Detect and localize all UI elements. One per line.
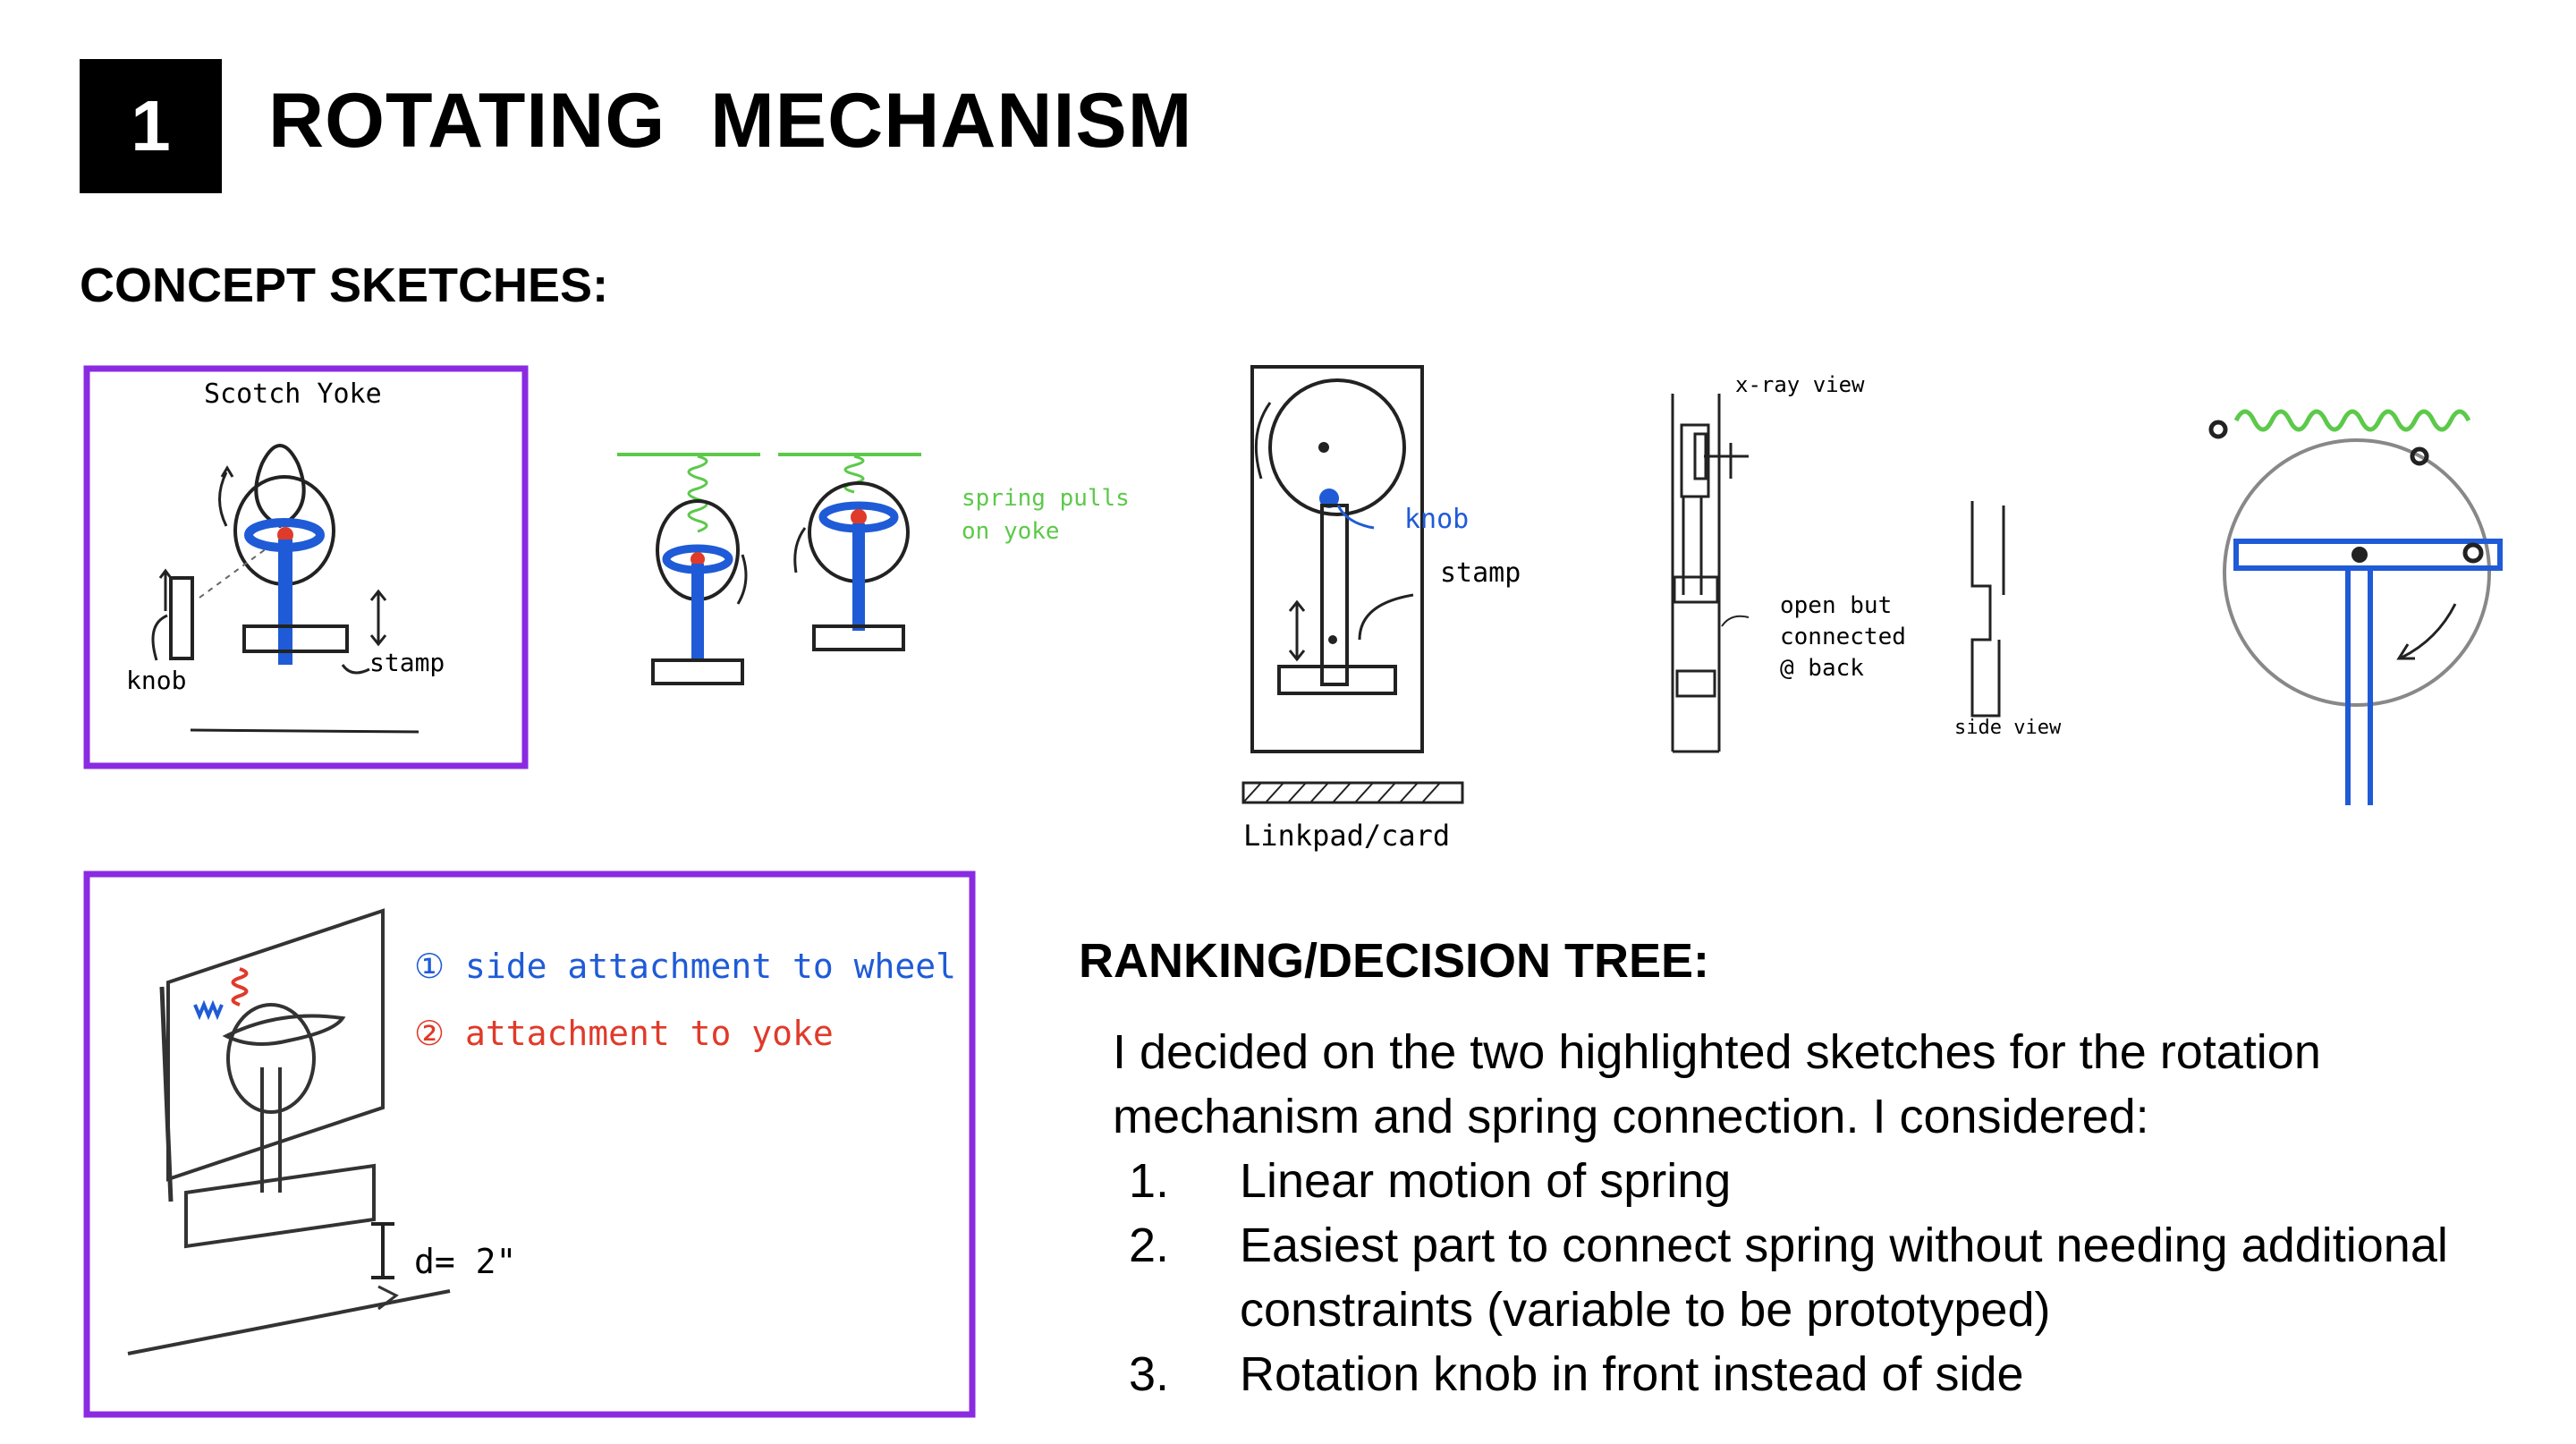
wheel-stamp-label: stamp — [1440, 557, 1521, 589]
sketch-spring-wheel — [2208, 409, 2503, 805]
sketch-attachment-options: d= 2" ① side attachment to wheel ② attac… — [83, 871, 976, 1418]
list-item-number: 2. — [1129, 1219, 1170, 1272]
list-item: 2. Easiest part to connect spring without… — [1129, 1213, 2524, 1342]
spring-note-line1: spring pulls — [962, 485, 1130, 512]
side-view-label: side view — [1954, 717, 2062, 739]
xray-note-line3: @ back — [1780, 655, 1864, 682]
wheel-knob-label: knob — [1404, 504, 1469, 535]
wheel-pad-label: Linkpad/card — [1243, 819, 1450, 853]
attach-dimension: d= 2" — [414, 1242, 516, 1281]
list-item: 1. Linear motion of spring — [1129, 1149, 2524, 1213]
xray-note-line1: open but — [1780, 592, 1892, 619]
list-item-number: 1. — [1129, 1154, 1170, 1208]
sketch-scotch-yoke: Scotch Yoke knob stamp — [83, 365, 529, 769]
xray-note-line2: connected — [1780, 624, 1906, 650]
list-item-text: Easiest part to connect spring without n… — [1240, 1219, 2448, 1337]
attach-option-1: ① side attachment to wheel — [414, 947, 956, 986]
sketch-spring-yoke: spring pulls on yoke — [617, 453, 1130, 685]
sketch-wheel-knob: knob stamp Linkpad/card — [1241, 365, 1521, 853]
xray-title: x-ray view — [1735, 372, 1865, 397]
list-item: 3. Rotation knob in front instead of side — [1129, 1342, 2524, 1406]
attach-option-2: ② attachment to yoke — [414, 1014, 834, 1053]
ranking-paragraph: I decided on the two highlighted sketche… — [1113, 1025, 2321, 1143]
section-number: 1 — [131, 86, 171, 166]
criteria-list: 1. Linear motion of spring 2. Easiest part… — [1129, 1149, 2524, 1406]
label-knob: knob — [126, 666, 186, 695]
concept-sketches-heading: CONCEPT SKETCHES: — [80, 259, 609, 312]
list-item-number: 3. — [1129, 1347, 1170, 1401]
sketch-title-scotch-yoke: Scotch Yoke — [204, 378, 382, 410]
label-stamp: stamp — [369, 648, 445, 677]
page-title: ROTATING MECHANISM — [268, 78, 1193, 164]
list-item-text: Rotation knob in front instead of side — [1240, 1347, 2024, 1401]
spring-note-line2: on yoke — [962, 518, 1060, 545]
ranking-heading: RANKING/DECISION TREE: — [1079, 934, 1710, 988]
section-number-badge: 1 — [80, 59, 222, 193]
sketch-xray-view: x-ray view open but connected @ back sid… — [1671, 372, 2062, 753]
list-item-text: Linear motion of spring — [1240, 1154, 1732, 1208]
